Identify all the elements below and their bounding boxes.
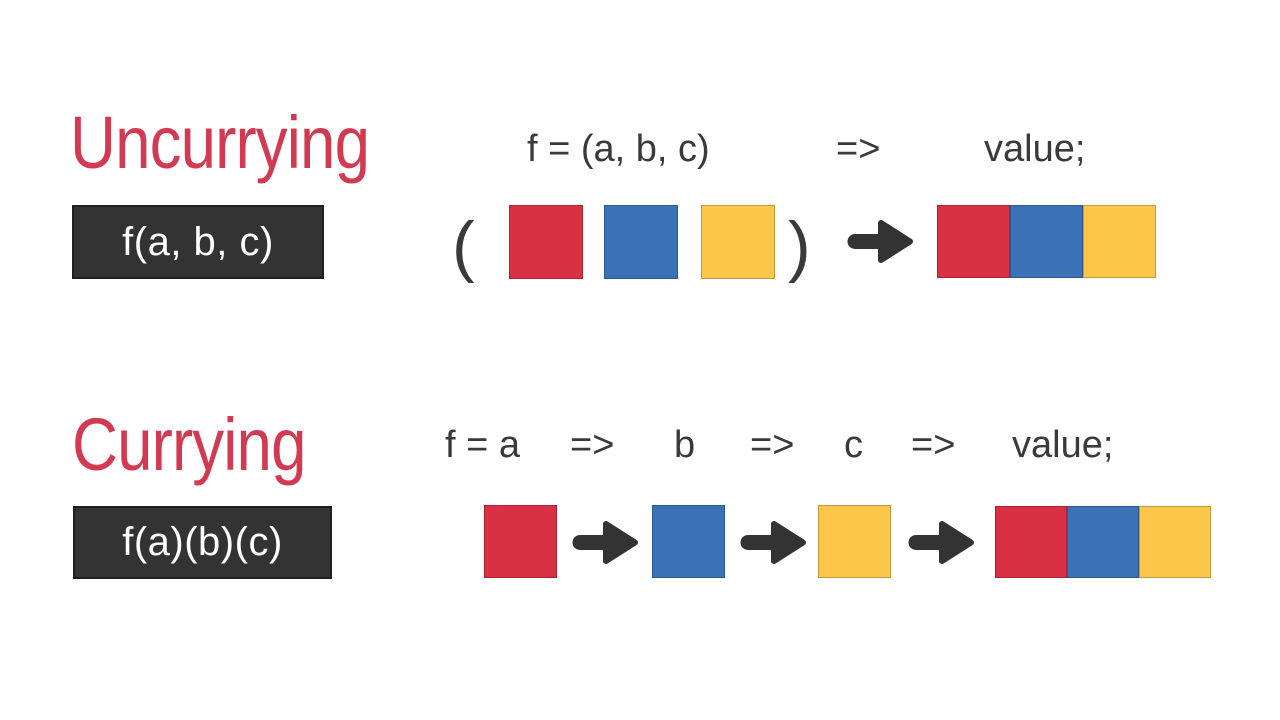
currying-arg-c-square <box>818 505 891 578</box>
arrow-icon <box>572 521 638 564</box>
arrow-icon <box>847 220 913 263</box>
currying-title: Currying <box>72 403 306 486</box>
uncurrying-formula-lhs: f = (a, b, c) <box>527 128 710 170</box>
close-paren: ) <box>788 208 811 284</box>
currying-formula-arrow-token-1: => <box>570 424 615 466</box>
open-paren: ( <box>452 208 475 284</box>
currying-formula-arrow-token-3: => <box>911 424 956 466</box>
result-b-square <box>1010 205 1083 278</box>
currying-code-label: f(a)(b)(c) <box>122 520 283 564</box>
uncurrying-arg-c-square <box>701 205 775 279</box>
result-c-square <box>1083 205 1156 278</box>
currying-code-box: f(a)(b)(c) <box>73 506 332 579</box>
uncurrying-code-box: f(a, b, c) <box>72 205 324 279</box>
currying-formula-b: b <box>674 424 696 466</box>
currying-formula-arrow-token-2: => <box>750 424 795 466</box>
uncurrying-code-label: f(a, b, c) <box>122 219 274 264</box>
result-b-square <box>1067 506 1139 578</box>
arrow-icon <box>740 521 806 564</box>
currying-result-group <box>995 506 1211 578</box>
arrow-icon <box>908 521 974 564</box>
uncurrying-arg-b-square <box>604 205 678 279</box>
result-a-square <box>995 506 1067 578</box>
currying-formula-result: value; <box>1012 424 1114 466</box>
uncurrying-title: Uncurrying <box>70 101 370 184</box>
currying-arg-a-square <box>484 505 557 578</box>
uncurrying-arg-a-square <box>509 205 583 279</box>
currying-arg-b-square <box>652 505 725 578</box>
uncurrying-formula-arrow-token: => <box>836 128 881 170</box>
currying-formula-c: c <box>844 424 863 466</box>
result-c-square <box>1139 506 1211 578</box>
uncurrying-result-group <box>937 205 1156 278</box>
currying-formula-lhs: f = a <box>445 424 520 466</box>
result-a-square <box>937 205 1010 278</box>
uncurrying-formula-result: value; <box>984 128 1086 170</box>
